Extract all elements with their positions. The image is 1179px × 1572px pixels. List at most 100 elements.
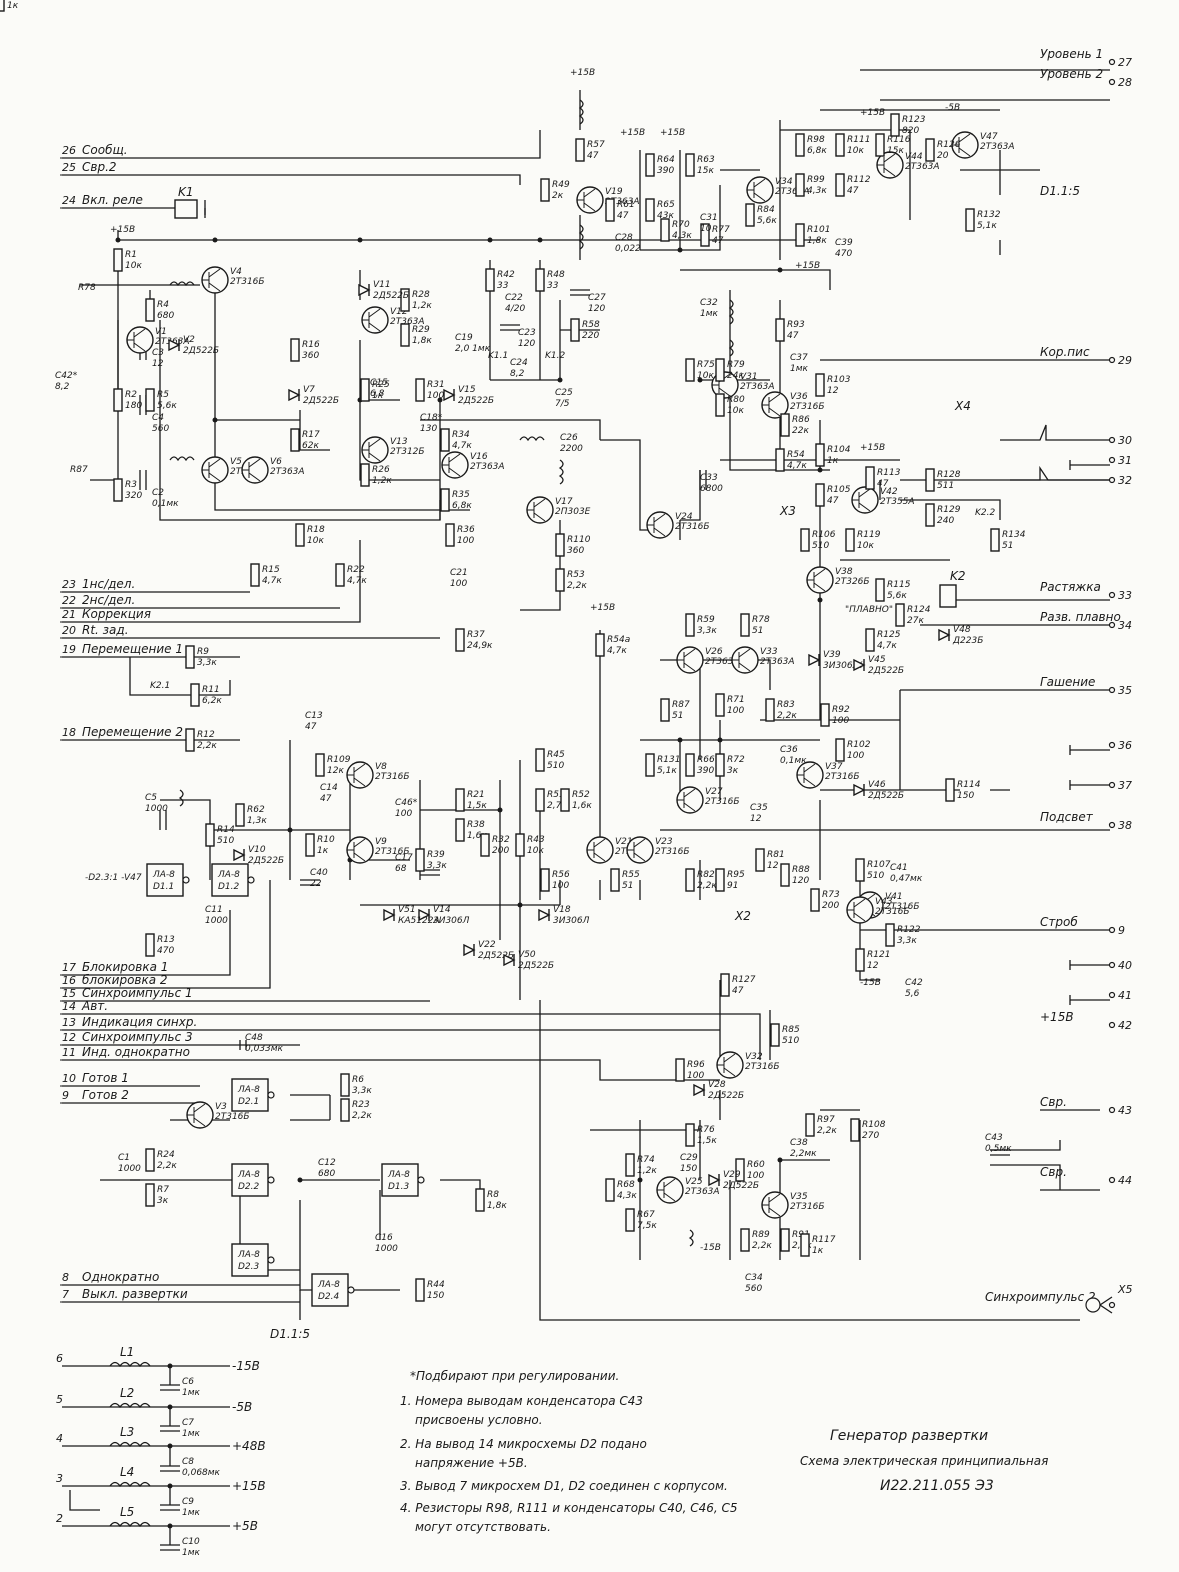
resistor-value: 5,6к: [157, 401, 177, 411]
transistor-type: 2Т316Б: [375, 772, 410, 782]
resistor-value: 510: [782, 1036, 799, 1046]
right-pin-label: Свр.: [1040, 1165, 1067, 1179]
left-pin-number: 25: [62, 161, 76, 174]
pin-terminal: [1108, 926, 1116, 934]
title-line-1: Генератор развертки: [830, 1428, 988, 1444]
transistor-group: V42Т316БV12Т363АV52Т316БV62Т363АV122Т363…: [126, 131, 1015, 1219]
left-pin-number: 15: [62, 987, 76, 1000]
right-pin-label: +15В: [1040, 1010, 1074, 1024]
diode-type: 2Д522Б: [518, 961, 554, 971]
left-pin-label: 1нс/дел.: [82, 577, 135, 591]
rail-tag: -15В: [860, 978, 881, 988]
capacitor-value: 1000: [118, 1164, 141, 1174]
left-pin-number: 16: [62, 974, 76, 987]
resistor-value: 12к: [327, 766, 344, 776]
resistor-ref: R97: [817, 1115, 835, 1125]
resistor-ref: R37: [467, 630, 485, 640]
capacitor-ref: C12: [318, 1158, 336, 1168]
resistor-ref: R127: [732, 975, 756, 985]
capacitor-value: 120: [518, 339, 535, 349]
resistor-value: 20: [937, 151, 949, 161]
left-pin-label: Готов 2: [82, 1088, 129, 1102]
diode-type: Д223Б: [952, 636, 983, 646]
resistor-value: 2,2к: [697, 881, 717, 891]
resistor-value: 10к: [727, 406, 744, 416]
resistor-value: 2к: [552, 191, 564, 201]
pin-terminal: [1108, 781, 1116, 789]
resistor-ref: R83: [777, 700, 795, 710]
transistor-type: 2П303Е: [555, 507, 591, 517]
capacitor-value: 0,1мк: [780, 756, 807, 766]
capacitor-c18: C18*130: [420, 413, 443, 434]
resistor-ref: R8: [487, 1190, 499, 1200]
filter-cap-label: C8: [182, 1457, 194, 1467]
resistor-ref: R107: [867, 860, 891, 870]
pin-terminal: [1108, 1301, 1116, 1309]
filter-cap-label: C10: [182, 1537, 200, 1547]
note-3: 3. Вывод 7 микросхем D1, D2 соединен с к…: [400, 1479, 728, 1493]
left-pin-number: 20: [62, 624, 76, 637]
resistor-ref: R49: [552, 180, 570, 190]
resistor-ref: R77: [712, 225, 730, 235]
capacitor-ref: C24: [510, 358, 528, 368]
resistor-ref: R23: [352, 1100, 370, 1110]
diode-ref: V7: [303, 385, 315, 395]
filter-cap-value: 1мк: [182, 1388, 201, 1398]
resistor-value: 1,3к: [247, 816, 267, 826]
resistor-ref: R87: [672, 700, 690, 710]
x5-coax-connector: [1085, 1296, 1113, 1314]
resistor-ref: R7: [157, 1185, 169, 1195]
wiring: [62, 69, 1110, 1545]
left-pin-number: 12: [62, 1031, 76, 1044]
resistor-value: 100: [457, 536, 474, 546]
resistor-value: 33: [497, 281, 509, 291]
resistor-value: 1,8к: [412, 336, 432, 346]
transistor-ref: V38: [835, 567, 853, 577]
rail-tag: +15В: [620, 128, 645, 138]
right-pin-label: Разв. плавно: [1040, 610, 1121, 624]
resistor-ref: R116: [887, 135, 911, 145]
r78-label: R78: [78, 283, 96, 293]
rail-tag: +15В: [590, 603, 615, 613]
resistor-value: 27к: [907, 616, 924, 626]
ic-ref: D2.4: [318, 1292, 340, 1302]
junctions: [115, 237, 823, 1529]
resistor-value: 1,8к: [487, 1201, 507, 1211]
capacitor-ref: C14: [320, 783, 338, 793]
resistor-value: 2,2к: [197, 741, 217, 751]
capacitor-ref: C23: [518, 328, 536, 338]
filter-rail-label: +48В: [232, 1439, 266, 1453]
pin-terminal: [1108, 1021, 1116, 1029]
transistor-type: 2Т316Б: [885, 902, 920, 912]
plavno-label: "ПЛАВНО": [845, 605, 893, 615]
filter-cap-value: 1мк: [182, 1429, 201, 1439]
resistor-ref: R28: [412, 290, 430, 300]
pin-terminal: [1108, 741, 1116, 749]
